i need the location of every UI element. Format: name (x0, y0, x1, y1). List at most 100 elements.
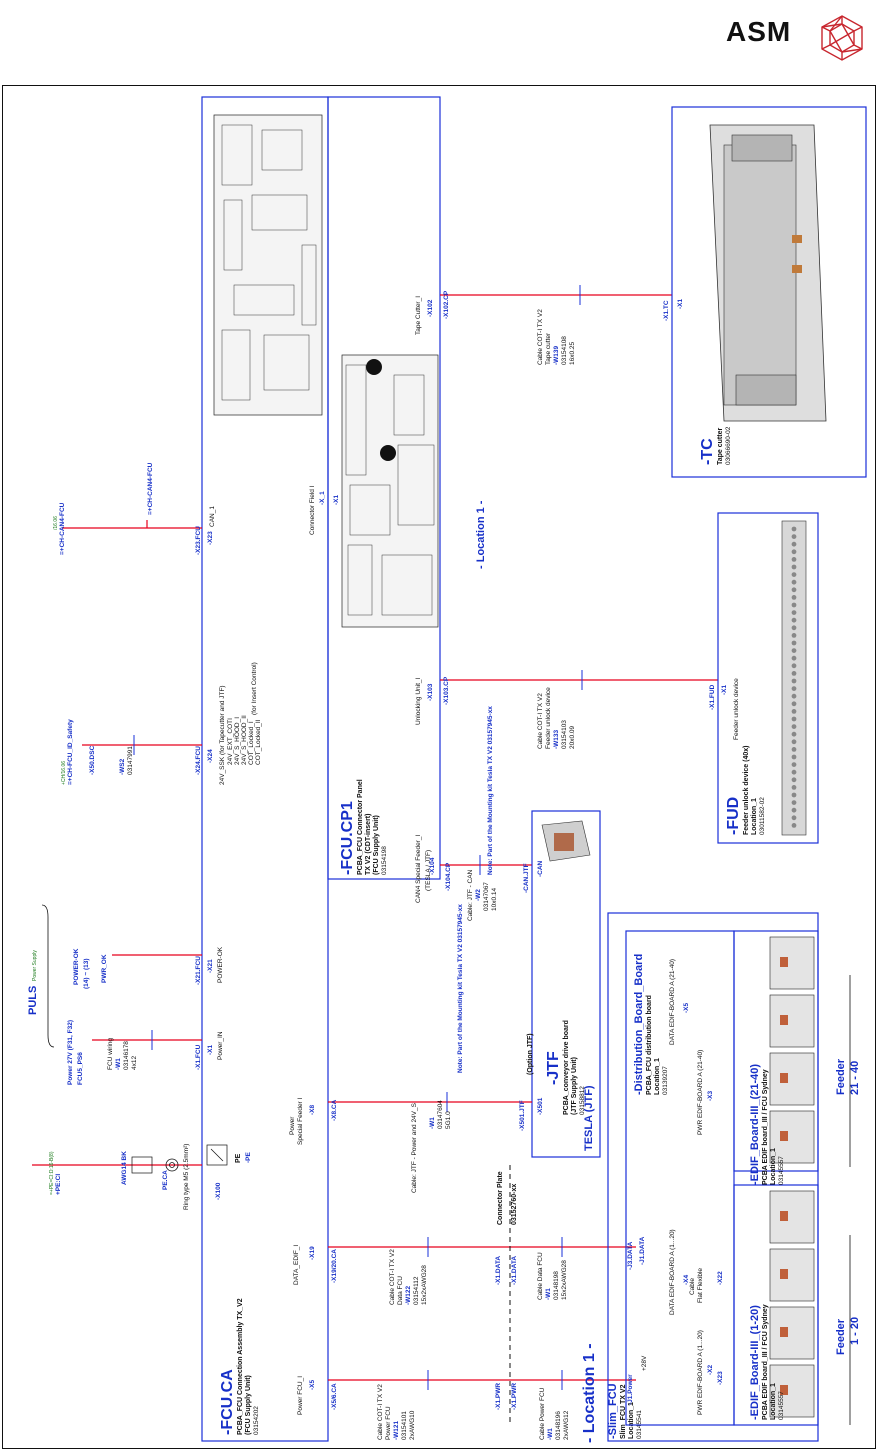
feeder-slot-marker (780, 1015, 788, 1025)
data-edif-conn: -X19/20.CA (331, 1249, 338, 1283)
fud-image (781, 520, 807, 836)
edif2-frame (733, 930, 819, 1172)
power-in-size: 4x12 (131, 1056, 138, 1070)
can1-pin: -X23 (207, 531, 214, 545)
edif2-line3: 03145557 (778, 1156, 785, 1185)
data-edif-part: 03154112 (413, 1276, 420, 1305)
power-fcu-plate1: -X1.PWR (495, 1383, 502, 1410)
jtf-name: -JTF (545, 1051, 562, 1085)
pe-ground-icon (131, 1156, 153, 1174)
pe-name: +PE:CI (55, 1174, 62, 1195)
feeder-slot-marker (780, 1073, 788, 1083)
fud-pin (791, 686, 797, 691)
jtf-option: (Option JTF) (527, 1033, 534, 1075)
fud-name: -FUD (725, 797, 742, 835)
unlock-size: 20x0.09 (569, 725, 576, 749)
fud-line2: Location_1 (751, 798, 758, 835)
jtf-line1: PCBA_conveyor drive board (563, 1020, 570, 1115)
fud-pin (791, 572, 797, 577)
power-in-part: 03146178 (123, 1041, 130, 1070)
fud-pin (791, 762, 797, 767)
puls-brace (41, 904, 55, 1048)
edif2-feeder: Feeder (835, 1058, 847, 1095)
slim-line2: Location_1 (628, 1402, 635, 1439)
asm-wordmark: ASM (726, 16, 792, 47)
tape-cutter-image (709, 124, 827, 422)
dist-line3: 03139207 (662, 1066, 669, 1095)
jtf-power-size: 5G1.0 (445, 1111, 452, 1129)
power-in-sig: Power 27V (F31, F32) (67, 1020, 74, 1085)
unlock-cable: Cable COT-I TX V2 (537, 693, 544, 749)
data-edif-cable-b: Cable Data FCU (537, 1252, 544, 1300)
fud-pin (791, 625, 797, 631)
pe-id: -X100 (215, 1182, 222, 1200)
feeder-slot (769, 1364, 815, 1418)
asm-logo: ASM (726, 14, 866, 64)
jtf-tesla: TESLA (JTF) (583, 1085, 595, 1151)
can4-end1: -CAN.JTF (523, 863, 530, 893)
dist-x4: -X4 (683, 1275, 690, 1286)
slim-fcu-frame (607, 912, 819, 1442)
slim-line3: 03145541 (636, 1410, 643, 1439)
feeder-slot-marker (780, 1385, 788, 1395)
power-fcu-cable-b: Cable Power FCU (539, 1387, 546, 1440)
fud-pin (791, 633, 797, 638)
slim-name: -Slim_FCU (607, 1383, 619, 1439)
can4-part: 03147067 (483, 882, 490, 911)
fcu-ca-line1: PCBA_FCU Connection Assembly TX_V2 (237, 1298, 244, 1435)
pe-note: Ring type M5 (2.5mm²) (183, 1144, 190, 1210)
edif2-line1: PCBA EDIF board_III / FCU Sydney (762, 1069, 769, 1185)
power-fcu-part: 03154101 (401, 1411, 408, 1440)
can4-label2: (TESLA / JTF) (425, 850, 432, 891)
tape-w: -W139 (553, 345, 560, 365)
dist-x5: -X5 (683, 1003, 690, 1014)
dist-data: -J3.DATA (627, 1241, 634, 1270)
dist-line1: PCBA_FCU distribution board (646, 995, 653, 1095)
power-in-cable: FCU wiring (107, 1037, 114, 1070)
power-ok-pin: -X21 (207, 959, 214, 973)
can1-target2: =+CH-CAN4-FCU (147, 462, 154, 515)
data-edif-pin: -X19 (309, 1246, 316, 1260)
jtf-power-conn: -X8.CA (331, 1099, 338, 1121)
can4-conn: -X104.CP (445, 862, 452, 891)
pe-ref: =+PE=CI:D:16-B(8) (49, 1151, 55, 1195)
edif1-feeder: Feeder (835, 1318, 847, 1355)
dist-x2: -X2 (707, 1365, 714, 1376)
pe-pe: -PE (245, 1152, 252, 1164)
jtf-frame (531, 810, 601, 1158)
fud-pin (791, 747, 797, 752)
data-edif-w-b: -W1 (545, 1288, 552, 1300)
pcb-image-cp1 (341, 354, 439, 628)
safety-target: =+CH-FCU_ID_Safety (67, 719, 74, 785)
fcu-cp1-line4: 03154198 (381, 846, 388, 875)
unlock-w: -W133 (553, 729, 560, 749)
location-bottom: - Location 1 - (581, 1343, 598, 1443)
power-ok-note: POWER-OK (73, 948, 80, 985)
data-edif-plate2: -X1.DATA (511, 1256, 518, 1285)
fud-pin (791, 587, 797, 593)
jtf-line2: (JTF Supply Unit) (571, 1057, 578, 1115)
dist-pwr-b: PWR EDIF-BOARD A (21-40) (697, 1050, 704, 1135)
fud-pin (791, 724, 797, 729)
tape-pin: -X102 (427, 299, 434, 317)
feeder-slot-marker (780, 1269, 788, 1279)
edif1-name: -EDIF_Board-III_(1-20) (749, 1305, 761, 1420)
tape-size: 16x0.25 (569, 341, 576, 365)
puls-name: PULS (27, 986, 39, 1015)
tape-cable2: Tape cutter (545, 332, 552, 365)
edif2-range: 21 - 40 (849, 1061, 861, 1095)
tesla-note-2: Note: Part of the Mounting kit Tesla TX … (457, 904, 464, 1073)
feeder-slot-marker (780, 957, 788, 967)
safety-label7: (for Insert Control) (251, 662, 258, 715)
power-fcu-size: 2xAWG10 (409, 1410, 416, 1440)
fud-pin (791, 678, 797, 684)
can4-size: 10x0.14 (491, 887, 498, 911)
edif2-line2: Location_1 (770, 1148, 777, 1185)
unlock-device: Feeder unlock device (733, 678, 740, 740)
tc-name: -TC (699, 438, 716, 465)
jtf-power-end1: -X501.JTF (519, 1100, 526, 1131)
fcu-ca-name: -FCU.CA (219, 1369, 236, 1435)
fud-line1: Feeder unlock device (40x) (743, 746, 750, 835)
feeder-slot (769, 936, 815, 990)
feeder-slot-marker (780, 1211, 788, 1221)
